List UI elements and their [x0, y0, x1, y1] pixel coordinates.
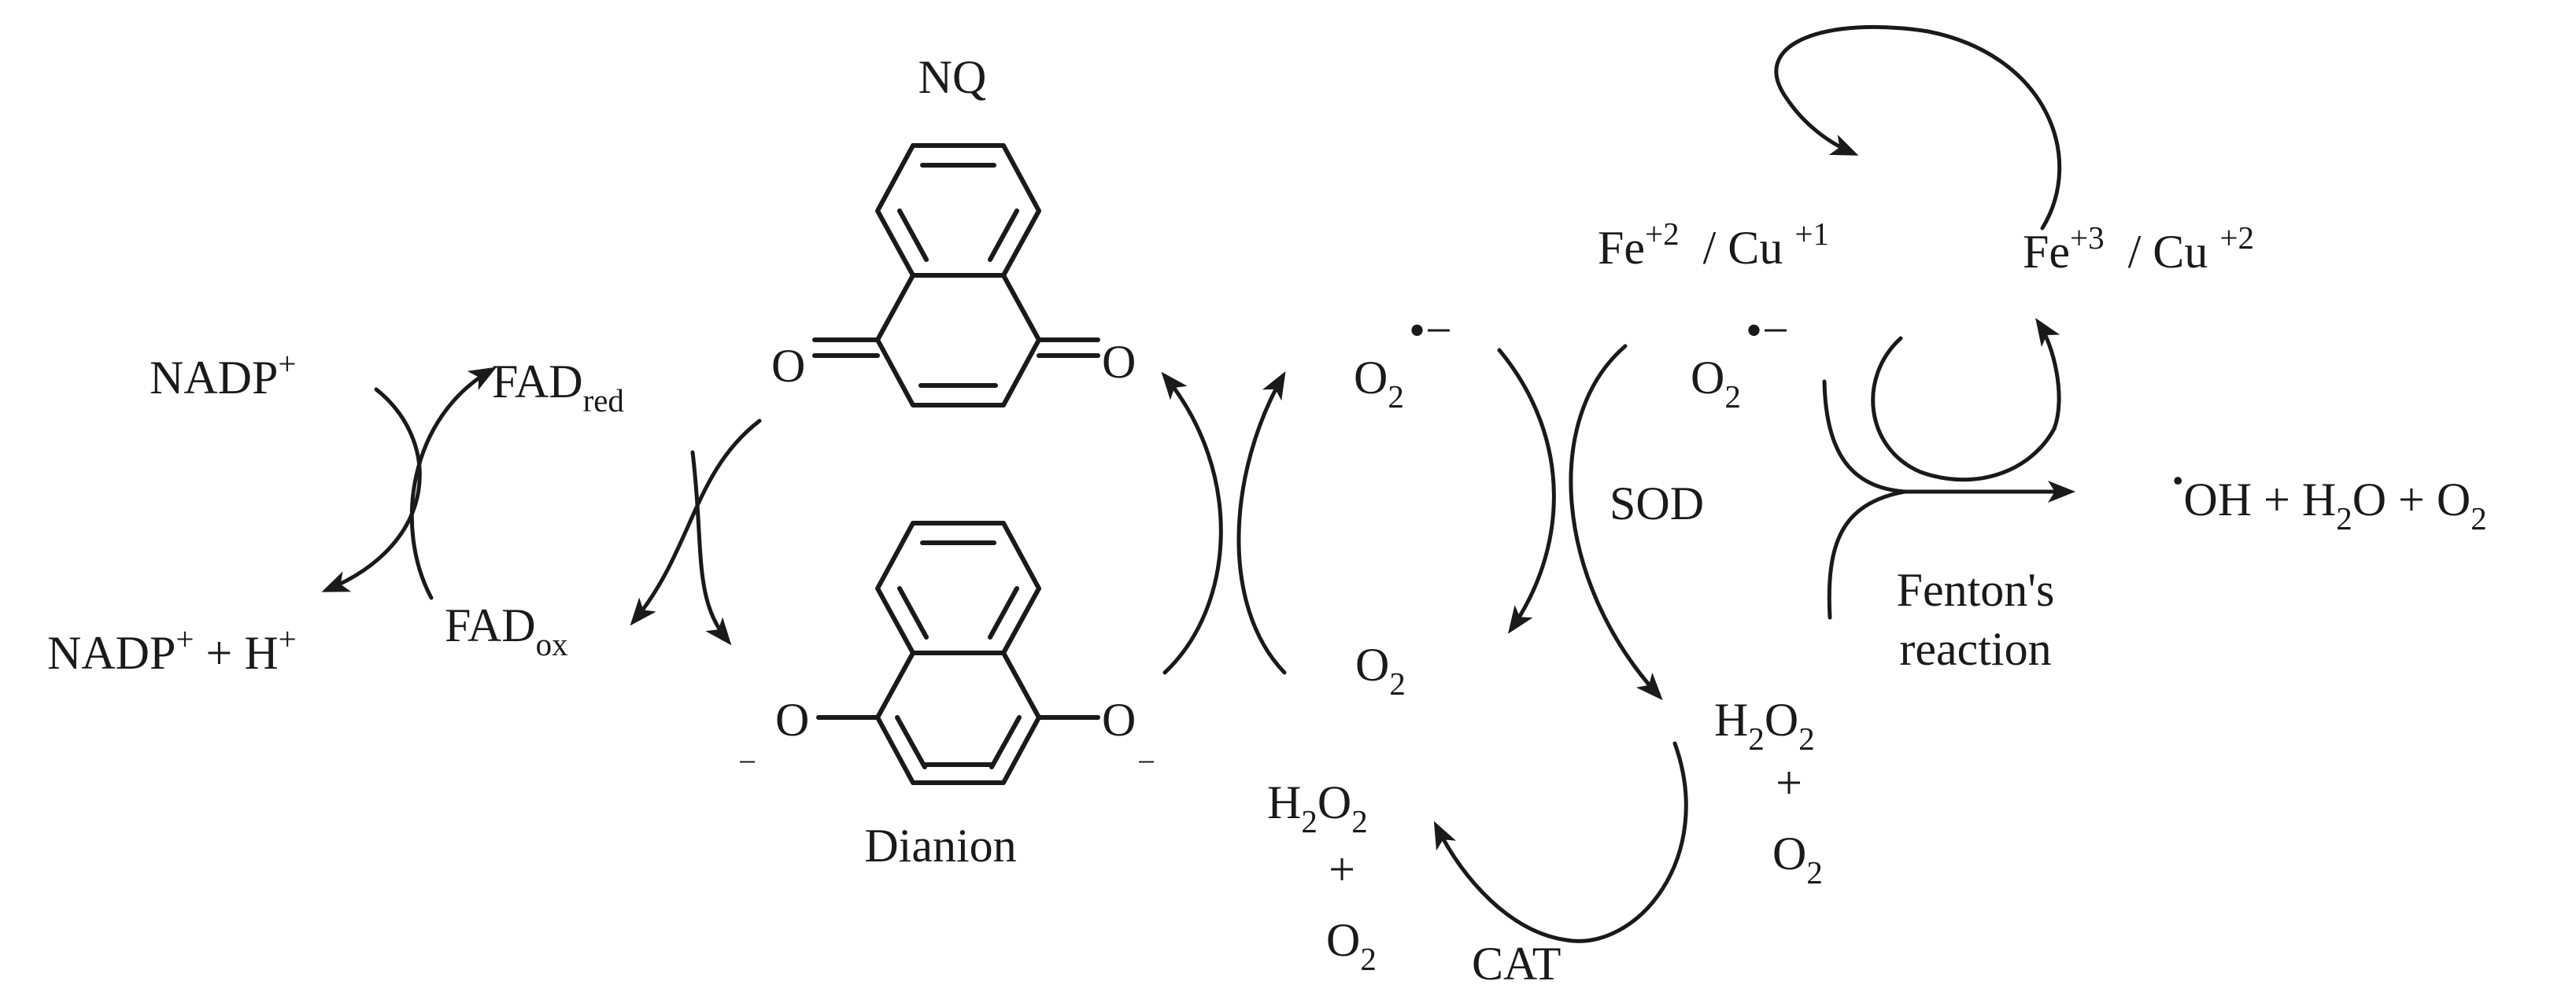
phenolate-charge-right: − [1137, 743, 1155, 780]
fad-red-label: FADred [492, 356, 624, 419]
fenton-label-line1: Fenton's [1897, 564, 2055, 616]
arrow-h2o2-into-fenton [1827, 489, 1907, 620]
nadp-plus-h-plus-label: NADP+ + H+ [47, 621, 297, 679]
arrow-fadox-to-fadred [409, 367, 497, 600]
superoxide-left-radical: •− [1409, 304, 1452, 356]
oxygen-right-stack-label: O2 [1772, 828, 1823, 891]
sod-label: SOD [1610, 478, 1704, 529]
cat-label: CAT [1472, 938, 1561, 990]
arrow-fadred-to-fadox [630, 419, 762, 626]
superoxide-left-label: O2 [1354, 352, 1404, 415]
products-label: •OH + H2O + O2 [2172, 463, 2487, 537]
arrow-superoxide-to-o2 [1497, 348, 1556, 634]
fenton-label-line2: reaction [1899, 623, 2051, 675]
arrow-superoxide-into-fenton [1822, 379, 1907, 494]
h2o2-left-label: H2O2 [1267, 776, 1368, 839]
arrow-nadp-to-nadph [321, 387, 422, 592]
quinone-oxygen-right: O [1102, 336, 1136, 388]
arrow-o2-to-superoxide [1236, 371, 1287, 675]
superoxide-right-label: O2 [1691, 352, 1741, 415]
arrow-nq-to-dianion [690, 450, 732, 646]
nq-label: NQ [918, 51, 987, 103]
superoxide-right-radical: •− [1746, 304, 1789, 356]
arrow-dianion-to-nq [1161, 371, 1223, 675]
naphthoquinone-structure [812, 143, 1100, 407]
dianion-structure [816, 521, 1100, 785]
phenolate-oxygen-left: O [775, 694, 809, 746]
arrow-fenton-cycle [1871, 318, 2061, 482]
phenolate-oxygen-right: O [1102, 694, 1136, 746]
arrow-metal-redox-cycle [1774, 24, 2062, 230]
oxygen-left-stack-label: O2 [1326, 914, 1377, 977]
quinone-oxygen-left: O [771, 340, 805, 392]
fe2-cu1-label: Fe+2 / Cu +1 [1598, 216, 1829, 274]
plus-right-label: + [1776, 757, 1802, 809]
fad-ox-label: FADox [445, 599, 568, 662]
plus-left-label: + [1329, 843, 1355, 895]
arrow-superoxide-to-h2o2 [1569, 344, 1663, 701]
h2o2-right-label: H2O2 [1714, 694, 1815, 757]
dianion-label: Dianion [864, 820, 1016, 872]
phenolate-charge-left: − [738, 743, 756, 780]
nadp-plus-label: NADP+ [150, 345, 296, 404]
oxygen-middle-label: O2 [1355, 639, 1406, 702]
arrow-catalase [1433, 741, 1688, 943]
fe3-cu2-label: Fe+3 / Cu +2 [2023, 219, 2254, 278]
